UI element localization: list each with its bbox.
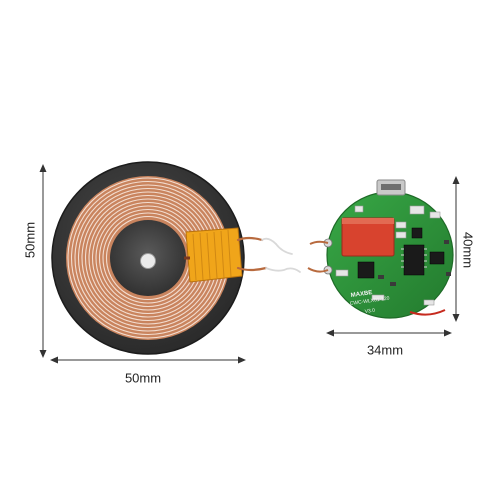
pcb-version-text: V3.0 [364,308,375,315]
coil-width-label: 50mm [124,370,162,386]
coil-height-label: 50mm [22,221,38,259]
charging-coil [51,161,301,355]
coil-center-dot [140,253,156,269]
pcb-width-label: 34mm [366,342,404,358]
kapton-tape [184,227,243,283]
receiver-pcb: MAXBE CWC-WLX01-120 V3.0 [307,179,454,319]
pcb-brand-text: MAXBE [350,290,372,299]
coil-lead-tips [261,237,301,273]
red-wire [409,309,446,316]
coil-lead-wires [236,236,268,272]
solder-points [307,238,333,275]
ic-chip [357,227,445,279]
dimension-lines [39,164,460,364]
pcb-model-text: CWC-WLX01-120 [349,295,390,307]
pcb-height-label: 40mm [460,231,476,269]
